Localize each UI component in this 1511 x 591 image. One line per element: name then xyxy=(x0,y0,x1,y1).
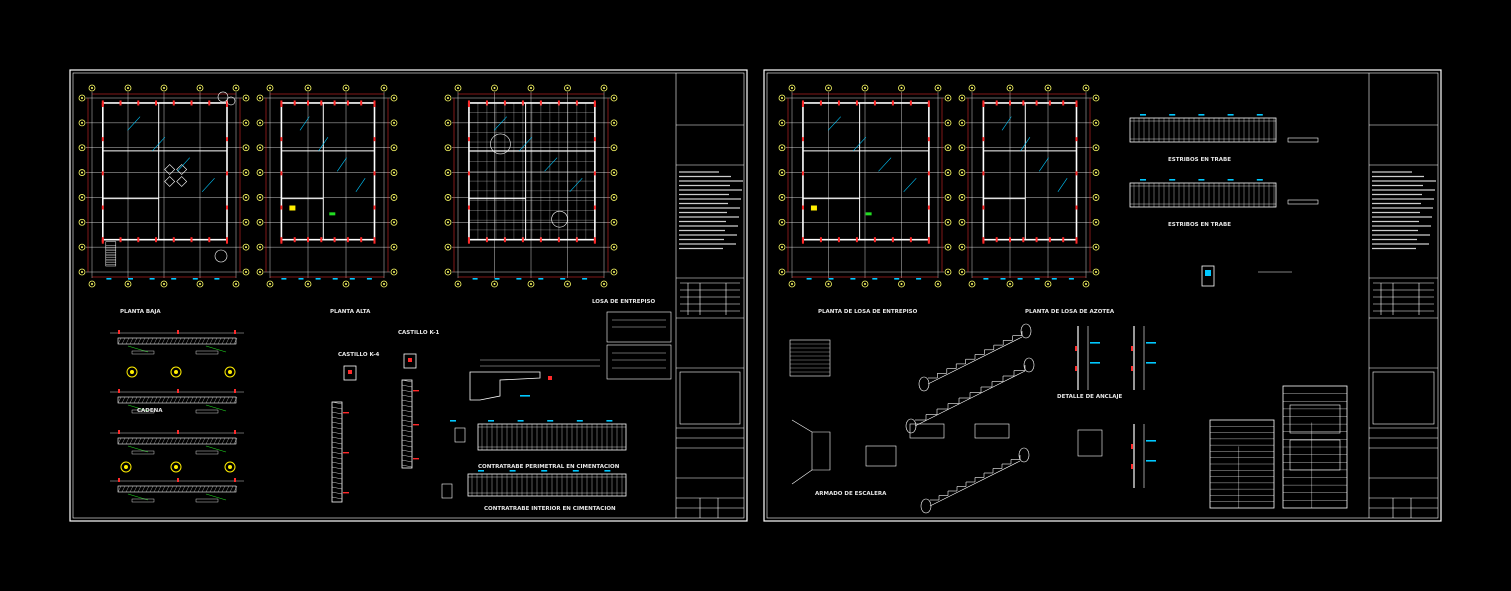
contratrabe-interior xyxy=(467,470,627,497)
footing-detail xyxy=(441,359,600,499)
contratrabe-perimetral xyxy=(477,420,627,451)
info-boxes-s1 xyxy=(606,311,672,380)
plan-losa-entrepiso-s2 xyxy=(778,84,952,288)
estribos-trabe-1 xyxy=(1129,114,1277,143)
beam-small-sections xyxy=(1201,137,1319,287)
estribos-trabe-2 xyxy=(1129,179,1277,208)
tables-s2 xyxy=(1209,385,1348,509)
drawing-content xyxy=(78,84,1348,514)
sheet-1-inner-frame xyxy=(72,72,745,519)
title-contratrabe-interior: CONTRATRABE INTERIOR EN CIMENTACION xyxy=(484,506,616,512)
title-planta-losa-entrepiso: PLANTA DE LOSA DE ENTREPISO xyxy=(818,309,918,315)
sheet-1-general-notes xyxy=(679,171,743,250)
section-cimentacion-2 xyxy=(110,389,244,414)
title-castillo-k4: CASTILLO K-4 xyxy=(338,352,380,358)
title-cadena: CADENA xyxy=(137,408,163,414)
sheet-1-outer-frame xyxy=(69,69,748,522)
castillo-k1-elevation xyxy=(401,379,419,469)
title-planta-losa-azotea: PLANTA DE LOSA DE AZOTEA xyxy=(1025,309,1115,315)
plan-planta-alta xyxy=(256,84,398,288)
title-losa-entrepiso: LOSA DE ENTREPISO xyxy=(592,299,655,305)
title-castillo-k1: CASTILLO K-1 xyxy=(398,330,440,336)
castillo-sections xyxy=(343,353,417,381)
anchor-details xyxy=(1075,326,1156,488)
section-cimentacion-1 xyxy=(110,330,244,355)
title-contratrabe-perimetral: CONTRATRABE PERIMETRAL EN CIMENTACION xyxy=(478,464,620,470)
title-detalle-anclaje: DETALLE DE ANCLAJE xyxy=(1057,394,1123,400)
section-cimentacion-4 xyxy=(110,478,244,503)
plan-losa-entrepiso-s1 xyxy=(444,84,618,288)
stair-details xyxy=(789,323,1035,514)
sheet-1 xyxy=(69,69,748,522)
sheet-2-general-notes xyxy=(1372,171,1436,250)
view-titles: PLANTA BAJA PLANTA ALTA LOSA DE ENTREPIS… xyxy=(120,157,1231,512)
castillo-k4-elevation xyxy=(331,401,349,503)
sheet-2 xyxy=(763,69,1442,522)
title-armado-escalera: ARMADO DE ESCALERA xyxy=(815,491,887,497)
sheet-1-title-block xyxy=(675,73,744,518)
sheet-2-outer-frame xyxy=(763,69,1442,522)
title-planta-alta: PLANTA ALTA xyxy=(330,309,371,315)
sheet-2-title-block xyxy=(1368,73,1438,518)
title-estribos-2: ESTRIBOS EN TRABE xyxy=(1168,222,1231,228)
title-planta-baja: PLANTA BAJA xyxy=(120,309,161,315)
footing-markers xyxy=(120,366,236,473)
sheet-2-inner-frame xyxy=(766,72,1439,519)
plan-losa-azotea-s2 xyxy=(958,84,1100,288)
section-cimentacion-3 xyxy=(110,430,244,455)
title-estribos-1: ESTRIBOS EN TRABE xyxy=(1168,157,1231,163)
plan-planta-baja xyxy=(78,84,250,288)
